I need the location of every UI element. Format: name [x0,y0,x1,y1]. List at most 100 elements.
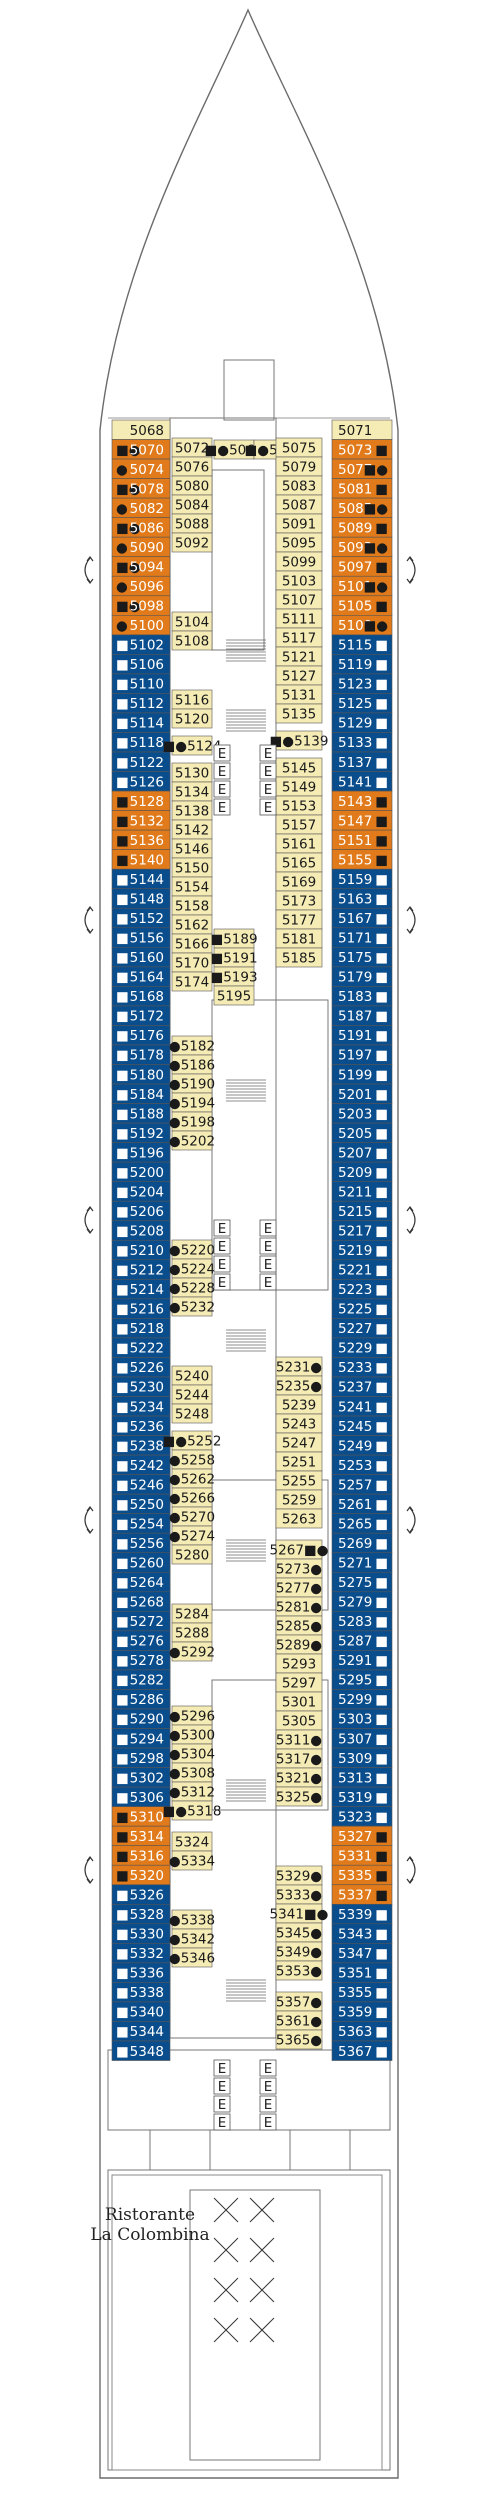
cabin-5267[interactable]: 5267■● [270,1539,329,1560]
cabin-5131[interactable]: 5131 [275,684,323,705]
cabin-5090[interactable]: ●5090 [111,536,171,558]
cabin-5304[interactable]: ●5304 [169,1743,215,1764]
cabin-5338[interactable]: ■5338 [111,1982,171,2003]
cabin-5163[interactable]: 5163■ [331,888,393,909]
cabin-5187[interactable]: 5187■ [331,1005,393,1026]
cabin-5182[interactable]: ●5182 [169,1035,215,1056]
cabin-5303[interactable]: 5303■ [331,1708,393,1729]
cabin-5214[interactable]: ■5214 [111,1279,171,1300]
cabin-5096[interactable]: ●5096 [111,575,171,597]
cabin-5158[interactable]: 5158 [171,895,213,916]
cabin-5247[interactable]: 5247 [275,1432,323,1453]
cabin-5307[interactable]: 5307■ [331,1728,393,1749]
cabin-5231[interactable]: 5231● [275,1356,323,1377]
cabin-5300[interactable]: ●5300 [169,1724,215,1745]
cabin-5328[interactable]: ■5328 [111,1903,171,1925]
cabin-5170[interactable]: 5170 [171,952,213,973]
cabin-5175[interactable]: 5175■ [331,947,393,968]
cabin-5257[interactable]: 5257■ [331,1474,393,1495]
cabin-5149[interactable]: 5149 [275,776,323,797]
cabin-5227[interactable]: 5227■ [331,1318,393,1339]
cabin-5268[interactable]: ■5268 [111,1591,171,1612]
cabin-5218[interactable]: ■5218 [111,1318,171,1339]
cabin-5335[interactable]: 5335■ [331,1864,393,1886]
cabin-5148[interactable]: ■5148 [111,888,171,909]
cabin-5164[interactable]: ■5164 [111,966,171,987]
cabin-5274[interactable]: ●5274 [169,1525,215,1546]
cabin-5254[interactable]: ■5254 [111,1513,171,1534]
cabin-5239[interactable]: 5239 [275,1394,323,1415]
cabin-5180[interactable]: ■5180 [111,1064,171,1085]
cabin-5314[interactable]: ■5314 [111,1825,171,1846]
cabin-5312[interactable]: ●5312 [169,1781,215,1802]
cabin-5204[interactable]: ■5204 [111,1181,171,1202]
cabin-5105[interactable]: 5105■ [331,595,393,616]
cabin-5134[interactable]: 5134 [171,781,213,802]
cabin-5085[interactable]: 5085■● [331,497,393,518]
cabin-5229[interactable]: 5229■ [331,1337,393,1358]
cabin-5207[interactable]: 5207■ [331,1142,393,1163]
cabin-5296[interactable]: ●5296 [169,1705,215,1726]
cabin-5299[interactable]: 5299■ [331,1689,393,1710]
cabin-5121[interactable]: 5121 [275,646,323,667]
cabin-5264[interactable]: ■5264 [111,1571,171,1593]
cabin-5340[interactable]: ■5340 [111,2001,171,2022]
cabin-5160[interactable]: ■5160 [111,947,171,968]
cabin-5333[interactable]: 5333● [275,1884,323,1905]
cabin-5098[interactable]: ■●5098 [111,595,171,616]
cabin-5108[interactable]: 5108 [171,630,213,651]
cabin-5136[interactable]: ■5136 [111,829,171,850]
cabin-5104[interactable]: 5104 [171,611,213,632]
cabin-5100[interactable]: ●5100 [111,614,171,636]
cabin-5139[interactable]: ■●5139 [270,730,329,751]
cabin-5074[interactable]: ●5074 [111,458,171,479]
cabin-5266[interactable]: ●5266 [169,1487,215,1508]
cabin-5236[interactable]: ■5236 [111,1415,171,1436]
cabin-5297[interactable]: 5297 [275,1672,323,1693]
cabin-5291[interactable]: 5291■ [331,1650,393,1671]
cabin-5259[interactable]: 5259 [275,1489,323,1510]
cabin-5091[interactable]: 5091 [275,513,323,534]
cabin-5357[interactable]: 5357● [275,1991,323,2012]
cabin-5185[interactable]: 5185 [275,947,323,968]
cabin-5167[interactable]: 5167■ [331,907,393,929]
cabin-5102[interactable]: ■5102 [111,634,171,655]
cabin-5083[interactable]: 5083 [275,475,323,496]
cabin-5191[interactable]: 5191■ [331,1025,393,1046]
cabin-5228[interactable]: ●5228 [169,1277,215,1298]
cabin-5347[interactable]: 5347■ [331,1943,393,1964]
cabin-5318[interactable]: ■●5318 [163,1800,222,1821]
cabin-5201[interactable]: 5201■ [331,1083,393,1104]
cabin-5301[interactable]: 5301 [275,1691,323,1712]
cabin-5240[interactable]: 5240 [171,1365,213,1386]
cabin-5155[interactable]: 5155■ [331,849,393,870]
cabin-5076[interactable]: 5076 [171,456,213,477]
cabin-5200[interactable]: ■5200 [111,1161,171,1182]
cabin-5173[interactable]: 5173 [275,890,323,911]
cabin-5125[interactable]: 5125■ [331,693,393,714]
cabin-5235[interactable]: 5235● [275,1375,323,1396]
cabin-5252[interactable]: ■●5252 [163,1430,222,1451]
cabin-5293[interactable]: 5293 [275,1653,323,1674]
cabin-5273[interactable]: 5273● [275,1558,323,1579]
cabin-5258[interactable]: ●5258 [169,1449,215,1470]
cabin-5084[interactable]: 5084 [171,494,213,515]
cabin-5292[interactable]: ●5292 [169,1641,215,1662]
cabin-5193[interactable]: ■5193 [210,966,258,987]
cabin-5288[interactable]: 5288 [171,1622,213,1643]
cabin-5215[interactable]: 5215■ [331,1200,393,1222]
cabin-5349[interactable]: 5349● [275,1941,323,1962]
cabin-5165[interactable]: 5165 [275,852,323,873]
cabin-5070[interactable]: ■●5070 [111,439,171,460]
cabin-5298[interactable]: ■5298 [111,1747,171,1768]
cabin-5226[interactable]: ■5226 [111,1357,171,1378]
cabin-5103[interactable]: 5103 [275,570,323,591]
cabin-5243[interactable]: 5243 [275,1413,323,1434]
cabin-5126[interactable]: ■5126 [111,771,171,792]
cabin-5248[interactable]: 5248 [171,1403,213,1424]
cabin-5101[interactable]: 5101■● [331,575,393,597]
cabin-5115[interactable]: 5115■ [331,634,393,655]
cabin-5284[interactable]: 5284 [171,1603,213,1624]
cabin-5319[interactable]: 5319■ [331,1786,393,1807]
cabin-5177[interactable]: 5177 [275,909,323,930]
